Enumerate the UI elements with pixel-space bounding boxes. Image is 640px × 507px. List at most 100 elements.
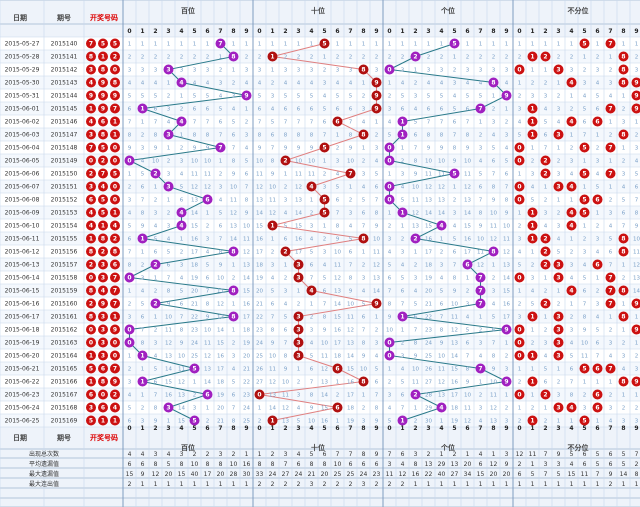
omission-value: 11	[490, 393, 497, 399]
bufen-ball-digit: 8	[621, 314, 625, 321]
omission-value: 1	[375, 120, 379, 126]
digit-header: 9	[504, 28, 508, 35]
winning-ball	[98, 168, 108, 179]
stat-value: 3	[557, 461, 561, 468]
stat-value: 21	[308, 471, 316, 478]
omission-value: 1	[635, 315, 639, 321]
omission-value: 5	[232, 120, 236, 126]
omission-value: 7	[167, 276, 171, 282]
winning-ball-digit: 4	[113, 223, 117, 230]
winning-ball-digit: 5	[101, 41, 105, 48]
hit-ball	[371, 103, 382, 114]
bufen-ball-digit: 1	[530, 132, 534, 139]
omission-value: 11	[321, 354, 328, 360]
omission-value: 11	[165, 328, 172, 334]
omission-value: 14	[269, 406, 276, 412]
winning-ball-digit: 1	[113, 418, 117, 425]
omission-value: 11	[295, 172, 302, 178]
bufen-ball	[540, 246, 551, 257]
omission-value: 3	[349, 211, 353, 217]
omission-value: 7	[362, 328, 366, 334]
stat-value: 4	[128, 451, 132, 458]
bufen-ball-digit: 3	[556, 67, 560, 74]
omission-value: 4	[245, 81, 249, 87]
bufen-ball	[553, 350, 564, 361]
winning-ball-digit: 8	[89, 288, 93, 295]
digit-header: 7	[608, 28, 612, 35]
omission-value: 10	[282, 380, 289, 386]
digit-header: 2	[543, 28, 547, 35]
hit-ball-digit: 5	[322, 41, 326, 48]
header-issue: 期号	[57, 13, 71, 22]
bufen-ball-digit: 9	[634, 301, 638, 308]
omission-value: 4	[141, 159, 145, 165]
omission-value: 3	[141, 276, 145, 282]
omission-value: 1	[440, 237, 444, 243]
omission-value: 4	[609, 419, 613, 425]
stat-value: 12	[516, 451, 524, 458]
omission-value: 9	[440, 341, 444, 347]
omission-value: 5	[635, 172, 639, 178]
hit-ball-digit: 6	[335, 366, 339, 373]
omission-value: 1	[388, 367, 392, 373]
winning-ball-digit: 2	[113, 236, 117, 243]
stat-value: 16	[412, 471, 420, 478]
row-date: 2015-05-29	[5, 67, 40, 74]
omission-value: 3	[427, 68, 431, 74]
digit-footer: 9	[374, 425, 378, 432]
omission-value: 3	[440, 263, 444, 269]
omission-value: 12	[165, 341, 172, 347]
hit-ball	[475, 298, 486, 309]
omission-value: 6	[271, 133, 275, 139]
bufen-ball-digit: 9	[634, 379, 638, 386]
row-date: 2015-06-06	[5, 171, 40, 178]
stat-value: 2	[518, 461, 522, 468]
omission-value: 4	[219, 94, 223, 100]
omission-value: 8	[219, 250, 223, 256]
omission-value: 4	[128, 81, 132, 87]
row-issue: 2015160	[51, 301, 78, 308]
omission-value: 1	[375, 42, 379, 48]
omission-value: 1	[401, 224, 405, 230]
winning-ball	[110, 38, 120, 49]
omission-value: 13	[243, 263, 250, 269]
omission-value: 1	[180, 94, 184, 100]
omission-value: 9	[635, 224, 639, 230]
hit-ball-digit: 4	[439, 223, 443, 230]
omission-value: 2	[609, 68, 613, 74]
omission-value: 4	[180, 276, 184, 282]
stat-value: 27	[451, 471, 459, 478]
row-bg	[0, 128, 640, 141]
omission-value: 16	[321, 419, 328, 425]
winning-ball-digit: 3	[89, 184, 93, 191]
omission-value: 2	[271, 81, 275, 87]
stat-value: 3	[544, 461, 548, 468]
stat-value: 5	[310, 451, 314, 458]
omission-value: 7	[440, 315, 444, 321]
row-issue: 2015150	[51, 171, 78, 178]
omission-value: 1	[427, 42, 431, 48]
omission-value: 10	[152, 159, 159, 165]
omission-value: 1	[544, 68, 548, 74]
digit-footer: 4	[309, 425, 313, 432]
omission-value: 3	[609, 81, 613, 87]
omission-value: 12	[438, 185, 445, 191]
stat-value: 20	[321, 471, 329, 478]
omission-value: 5	[271, 289, 275, 295]
row-issue: 2015143	[51, 80, 78, 87]
omission-value: 1	[141, 42, 145, 48]
omission-value: 2	[258, 419, 262, 425]
bufen-ball	[605, 285, 616, 296]
omission-value: 4	[609, 94, 613, 100]
omission-value: 4	[388, 250, 392, 256]
omission-value: 9	[440, 146, 444, 152]
omission-value: 2	[479, 133, 483, 139]
omission-value: 2	[609, 328, 613, 334]
omission-value: 14	[217, 328, 224, 334]
digit-footer: 6	[205, 425, 209, 432]
omission-value: 8	[414, 159, 418, 165]
omission-value: 14	[178, 406, 185, 412]
row-date: 2015-06-11	[5, 236, 40, 243]
omission-value: 7	[453, 263, 457, 269]
omission-value: 14	[451, 354, 458, 360]
